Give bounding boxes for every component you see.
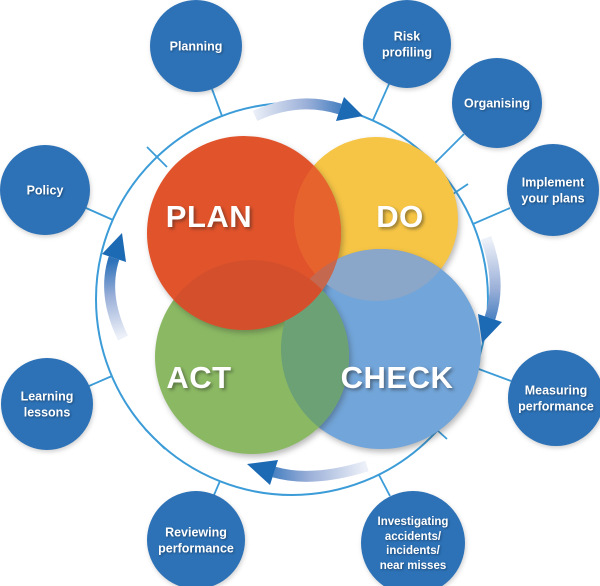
do-label: DO xyxy=(376,199,424,234)
plan-act-overlap xyxy=(155,260,341,330)
arrow-bottom-head xyxy=(247,460,278,485)
satellite-implement-your-plans-circle xyxy=(507,144,599,236)
arrow-left-band xyxy=(104,256,128,341)
pdca-core: PLAN DO ACT CHECK xyxy=(147,136,481,454)
satellite-organising-circle xyxy=(452,58,542,148)
clockwise-arrow-left-icon xyxy=(102,233,128,341)
clockwise-arrow-top-icon xyxy=(252,97,363,122)
satellite-policy: Policy xyxy=(0,145,90,235)
satellite-measuring-performance-label: Measuring xyxy=(525,384,588,398)
satellite-investigating-accidents-circle xyxy=(361,491,465,586)
satellite-implement-your-plans-label: Implement xyxy=(522,176,585,190)
connector-learning-lessons xyxy=(88,375,113,387)
satellite-learning-lessons-circle xyxy=(1,358,93,450)
satellite-measuring-performance-circle xyxy=(508,350,600,446)
satellite-learning-lessons-label: lessons xyxy=(24,406,71,420)
connector-measuring-performance xyxy=(475,367,512,382)
connector-organising xyxy=(433,133,465,165)
satellite-investigating-accidents-label: accidents/ xyxy=(385,531,442,543)
satellite-measuring-performance: Measuring performance xyxy=(508,350,600,446)
clockwise-arrow-bottom-icon xyxy=(247,460,369,485)
arrow-right-band xyxy=(480,236,501,320)
satellite-investigating-accidents-label: incidents/ xyxy=(386,545,440,557)
satellite-policy-label: Policy xyxy=(27,184,64,198)
cycle-arrows xyxy=(102,97,502,485)
satellite-investigating-accidents-label: near misses xyxy=(380,560,447,572)
satellite-measuring-performance-label: performance xyxy=(518,400,594,414)
satellite-organising: Organising xyxy=(452,58,542,148)
arrow-right-head xyxy=(478,314,502,343)
satellite-risk-profiling-label: profiling xyxy=(382,46,432,60)
satellite-connectors xyxy=(85,83,512,497)
connector-risk-profiling xyxy=(372,83,390,121)
satellite-risk-profiling-circle xyxy=(363,0,451,88)
ring-tick xyxy=(144,428,166,450)
satellite-implement-your-plans-label: your plans xyxy=(521,192,584,206)
connector-investigating-accidents xyxy=(378,474,391,497)
check-label: CHECK xyxy=(341,360,454,395)
satellite-reviewing-performance-label: performance xyxy=(158,542,234,556)
connector-policy xyxy=(85,207,114,221)
satellite-investigating-accidents: Investigating accidents/ incidents/ near… xyxy=(361,491,465,586)
ring-tick xyxy=(146,146,168,168)
arrow-bottom-band xyxy=(272,460,369,482)
satellite-reviewing-performance-label: Reviewing xyxy=(165,526,227,540)
satellite-planning-label: Planning xyxy=(170,40,223,54)
satellite-learning-lessons: Learning lessons xyxy=(1,358,93,450)
arrow-top-band xyxy=(252,98,342,122)
satellite-planning-circle xyxy=(150,0,242,92)
connector-planning xyxy=(211,88,223,117)
satellite-risk-profiling: Risk profiling xyxy=(363,0,451,88)
satellite-organising-label: Organising xyxy=(464,97,530,111)
satellite-risk-profiling-label: Risk xyxy=(394,30,420,44)
act-label: ACT xyxy=(166,360,231,395)
arrow-left-head xyxy=(102,233,126,262)
clockwise-arrow-right-icon xyxy=(478,236,502,343)
connector-implement-your-plans xyxy=(472,207,511,225)
satellite-reviewing-performance: Reviewing performance xyxy=(147,491,245,586)
plan-label: PLAN xyxy=(166,199,252,234)
arrow-top-head xyxy=(336,97,363,121)
satellite-investigating-accidents-label: Investigating xyxy=(378,516,449,528)
connector-reviewing-performance xyxy=(213,480,221,496)
satellite-learning-lessons-label: Learning xyxy=(21,390,74,404)
satellite-reviewing-performance-circle xyxy=(147,491,245,586)
satellite-planning: Planning xyxy=(150,0,242,92)
satellite-implement-your-plans: Implement your plans xyxy=(507,144,599,236)
satellite-policy-circle xyxy=(0,145,90,235)
